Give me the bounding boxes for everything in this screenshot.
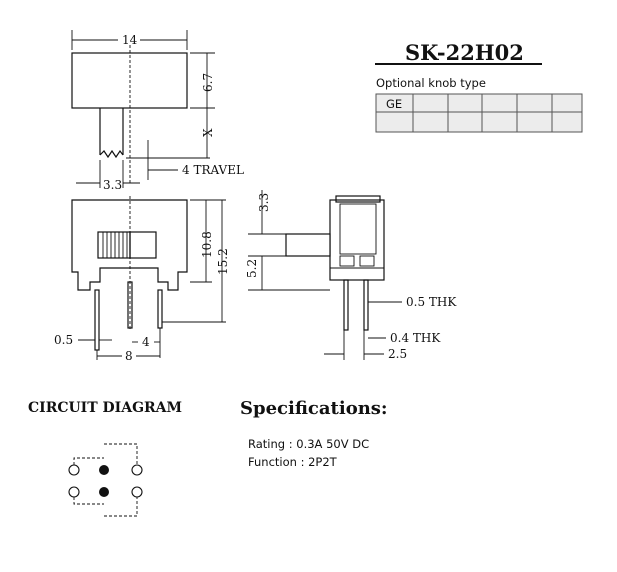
side-pin-right xyxy=(363,279,369,331)
pin-right xyxy=(157,289,163,329)
dim-side-5-2: 5.2 xyxy=(245,259,259,278)
specifications: Specifications: Rating : 0.3A 50V DC Fun… xyxy=(240,398,388,469)
knob-type-ge: GE xyxy=(386,97,402,111)
knob-table: GE xyxy=(375,93,583,133)
circuit-title: CIRCUIT DIAGRAM xyxy=(28,400,182,416)
spec-rating: Rating : 0.3A 50V DC xyxy=(248,437,369,451)
top-view: 14 6.7 X 4 TRAVEL 3.3 xyxy=(71,30,244,192)
front-view-slider xyxy=(129,231,157,259)
dim-shaft-x: X xyxy=(201,128,215,137)
side-view-cap xyxy=(335,195,381,203)
circuit-diagram: CIRCUIT DIAGRAM xyxy=(28,400,182,517)
side-view-window xyxy=(339,203,377,255)
spec-function: Function : 2P2T xyxy=(248,455,338,469)
dim-total-15-2: 15.2 xyxy=(216,248,230,275)
dim-side-3-3: 3.3 xyxy=(257,193,271,212)
dim-side-2-5: 2.5 xyxy=(388,347,407,361)
side-view-actuator xyxy=(285,233,331,257)
dim-thk-0-5: 0.5 THK xyxy=(406,295,457,309)
side-pin-left xyxy=(343,279,349,331)
dim-width-14: 14 xyxy=(122,33,138,47)
pin-center xyxy=(127,281,133,329)
dim-body-10-8: 10.8 xyxy=(200,231,214,258)
pin-left xyxy=(94,289,100,351)
specs-title: Specifications: xyxy=(240,398,388,419)
knob-table-caption: Optional knob type xyxy=(376,76,486,90)
dim-thk-0-4: 0.4 THK xyxy=(390,331,441,345)
knob-grip xyxy=(102,232,128,258)
dim-span-8: 8 xyxy=(125,349,133,363)
dim-pitch-4: 4 xyxy=(142,335,150,349)
terminal-common xyxy=(99,465,109,475)
side-view: 3.3 5.2 0.5 THK 0.4 THK 2.5 xyxy=(245,190,457,361)
front-view: 10.8 15.2 0.5 4 8 xyxy=(54,196,230,363)
part-number: SK-22H02 xyxy=(405,40,524,65)
front-view-housing xyxy=(71,199,188,291)
dim-travel: 4 TRAVEL xyxy=(182,163,244,177)
terminal-circle xyxy=(68,464,80,476)
dim-pin-0-5: 0.5 xyxy=(54,333,73,347)
dim-knob-3-3: 3.3 xyxy=(103,178,122,192)
dim-height-6-7: 6.7 xyxy=(201,73,215,92)
top-view-shaft-break xyxy=(99,149,124,159)
part-header: SK-22H02 Optional knob type GE xyxy=(375,40,583,133)
top-view-body xyxy=(71,52,188,109)
